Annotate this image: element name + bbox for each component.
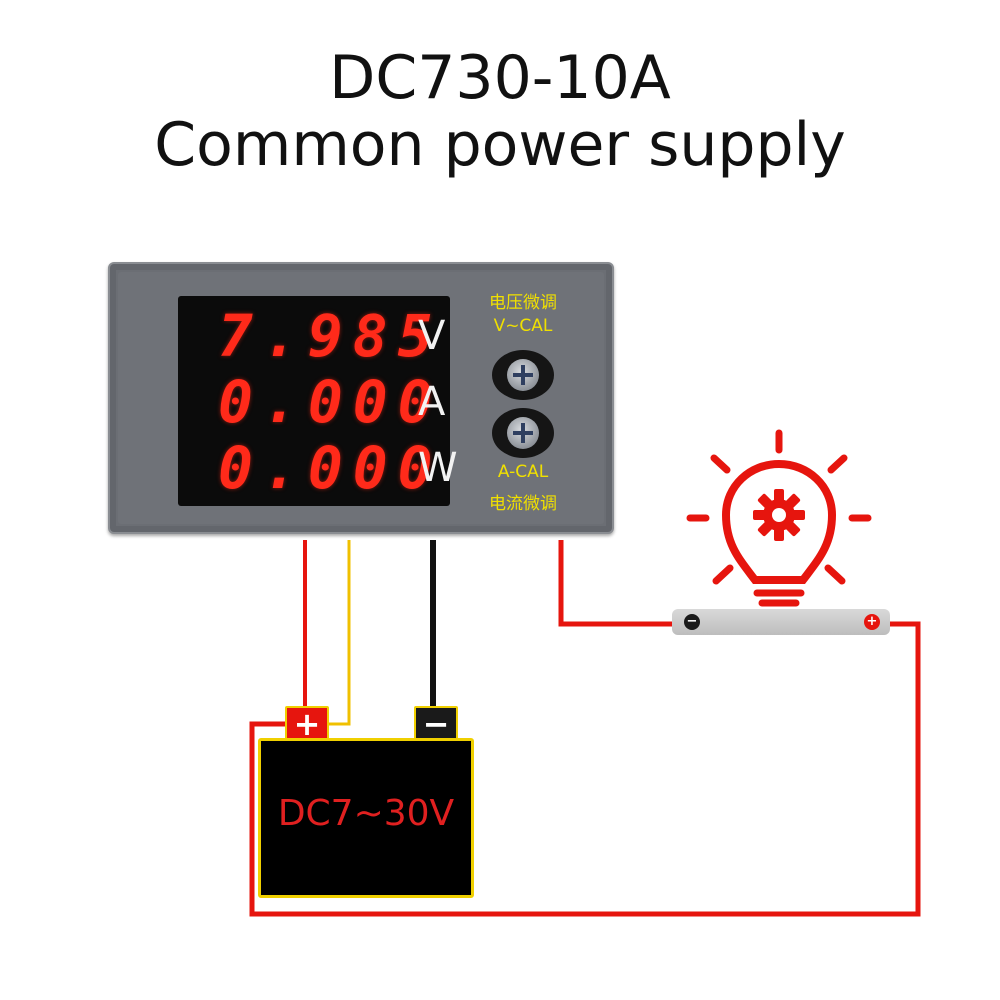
light-bulb-gear-icon <box>686 429 872 607</box>
voltage-cal-knob[interactable] <box>492 350 554 400</box>
load-plus-terminal: + <box>864 614 880 630</box>
screw-icon <box>507 417 539 449</box>
voltage-cal-label: V~CAL <box>493 316 553 336</box>
power-reading: 0.000 <box>218 434 443 502</box>
red-wire-load-battery <box>249 621 921 917</box>
voltage-reading: 7.985 <box>218 302 443 370</box>
current-reading: 0.000 <box>218 368 443 436</box>
load-connector-bar: − + <box>672 609 890 635</box>
current-row: 0.000 A <box>178 372 450 432</box>
current-unit: A <box>418 379 446 425</box>
load-minus-terminal: − <box>684 614 700 630</box>
gear-icon <box>753 489 805 541</box>
led-display: 7.985 V 0.000 A 0.000 W <box>178 296 458 506</box>
voltage-row: 7.985 V <box>178 306 450 366</box>
current-cal-knob[interactable] <box>492 408 554 458</box>
meter-face: 7.985 V 0.000 A 0.000 W 电压微调 V~CAL A-CAL… <box>118 272 604 524</box>
battery: DC7~30V <box>258 738 474 898</box>
screw-icon <box>507 359 539 391</box>
title-subtitle: Common power supply <box>154 110 846 180</box>
power-row: 0.000 W <box>178 434 458 502</box>
red-wire-meter-load <box>558 540 676 627</box>
title-model: DC730-10A <box>329 43 671 113</box>
dc-power-meter: 7.985 V 0.000 A 0.000 W 电压微调 V~CAL A-CAL… <box>108 262 614 534</box>
yellow-wire <box>325 540 351 726</box>
voltage-cal-cn-label: 电压微调 <box>489 293 557 313</box>
battery-label: DC7~30V <box>277 793 455 834</box>
current-cal-label: A-CAL <box>497 462 549 482</box>
current-cal-cn-label: 电流微调 <box>489 494 557 514</box>
voltage-unit: V <box>418 313 446 359</box>
power-unit: W <box>418 445 458 491</box>
